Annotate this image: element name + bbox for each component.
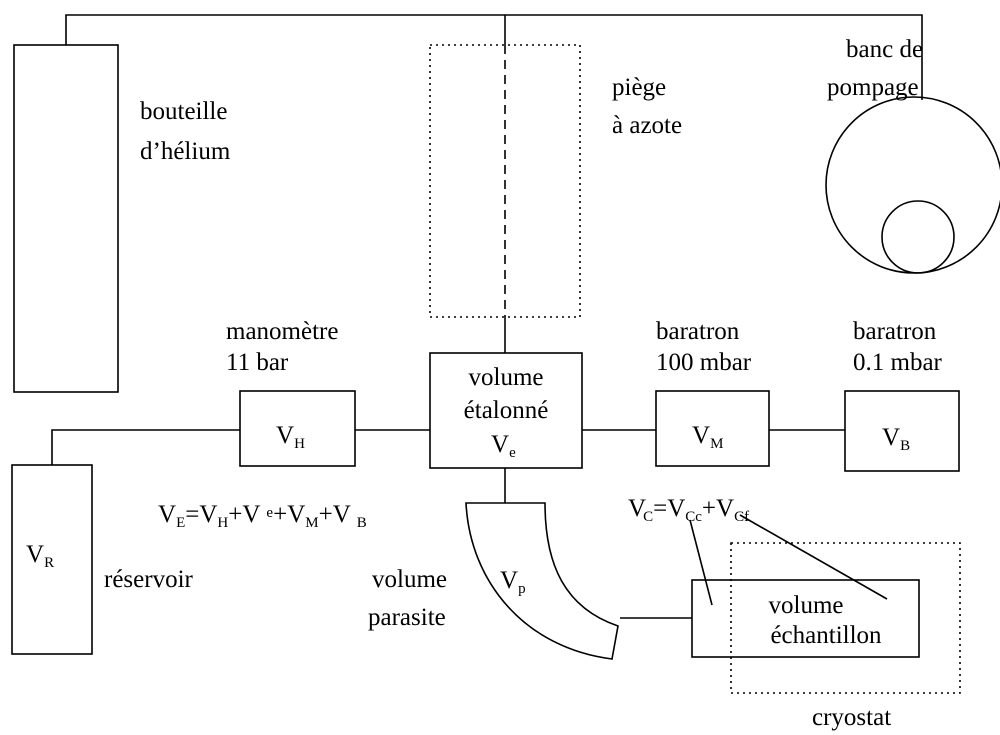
baratron01-label-2: 0.1 mbar — [853, 349, 943, 376]
parasite-volume-shape — [465, 502, 619, 660]
vm-symbol: VM — [692, 422, 723, 452]
nitrogen-trap — [429, 44, 581, 318]
manometre-label-1: manomètre — [226, 318, 338, 345]
piege-label-1: piège — [612, 74, 666, 101]
piege-label-2: à azote — [612, 112, 682, 139]
volume-echantillon-label-2: échantillon — [770, 622, 882, 649]
pipe-reservoir-to-vh — [51, 429, 240, 465]
baratron100-label-2: 100 mbar — [656, 349, 752, 376]
vb-box — [844, 390, 960, 472]
reservoir-box — [11, 464, 93, 655]
vm-box — [655, 390, 770, 467]
volume-parasite-label-1: volume — [372, 566, 447, 593]
vb-symbol: VB — [882, 424, 910, 454]
banc-label-2: pompage — [827, 74, 919, 101]
cryostat-box — [730, 542, 961, 694]
volume-parasite-label-2: parasite — [368, 604, 446, 631]
banc-label-1: banc de — [846, 36, 923, 63]
volume-etalonne-label-2: étalonné — [464, 397, 549, 424]
reservoir-label: réservoir — [104, 566, 194, 593]
top-pipe — [65, 14, 923, 100]
bouteille-label-1: bouteille — [140, 98, 227, 125]
baratron01-label-1: baratron — [853, 318, 937, 345]
volume-etalonne-label-1: volume — [469, 364, 544, 391]
vh-box — [239, 390, 356, 467]
vc-equation: VC=VCc+VCf — [628, 495, 749, 525]
manometre-label-2: 11 bar — [226, 349, 289, 376]
vr-symbol: VR — [26, 541, 54, 571]
pump-inner-circle — [881, 200, 955, 274]
calibrated-volume-box — [429, 352, 583, 469]
leader-vcc — [689, 519, 713, 606]
helium-bottle — [13, 44, 119, 393]
baratron100-label-1: baratron — [656, 318, 740, 345]
leader-vcf — [739, 514, 888, 600]
pump-outer-circle — [825, 96, 1000, 274]
vp-symbol: Vp — [500, 567, 526, 597]
sample-volume-box — [691, 579, 920, 658]
vh-symbol: VH — [276, 422, 305, 452]
bouteille-label-2: d’hélium — [140, 138, 231, 165]
volume-echantillon-label-1: volume — [769, 592, 844, 619]
ve-symbol: Ve — [491, 431, 516, 461]
cryostat-label: cryostat — [812, 704, 891, 731]
